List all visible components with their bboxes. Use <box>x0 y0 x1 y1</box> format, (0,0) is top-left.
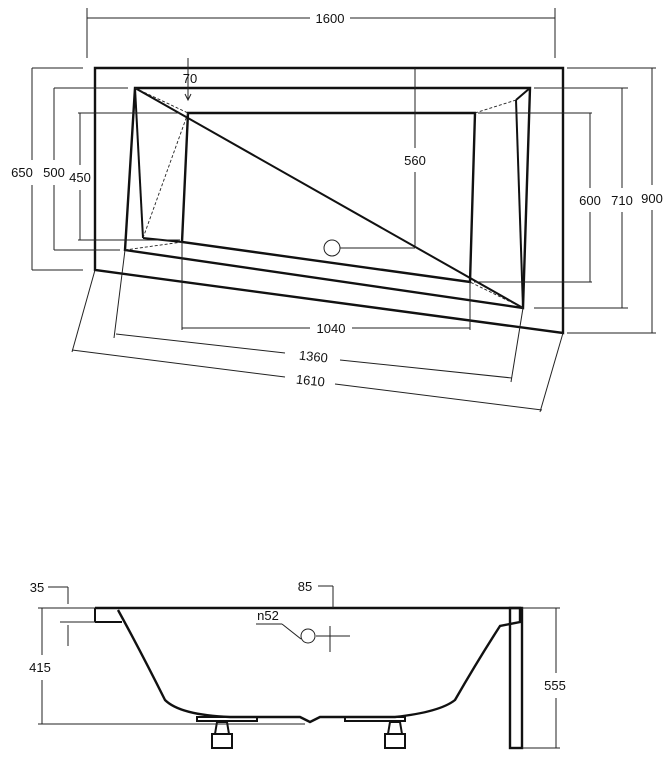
dim-600: 600 <box>474 112 601 283</box>
label-1040: 1040 <box>317 321 346 336</box>
label-1610: 1610 <box>295 372 325 390</box>
corner-dashes <box>124 87 524 309</box>
outer-rim <box>93 66 565 335</box>
side-apron <box>508 606 524 750</box>
dim-900: 900 <box>567 67 663 334</box>
label-1600: 1600 <box>316 11 345 26</box>
label-560: 560 <box>404 153 426 168</box>
dim-555: 555 <box>522 607 566 749</box>
dim-1040: 1040 <box>181 242 471 336</box>
label-555: 555 <box>544 678 566 693</box>
side-view: n52 35 85 415 <box>29 579 566 750</box>
dim-1360: 1360 <box>113 249 524 383</box>
dim-70: 70 <box>183 58 197 102</box>
label-900: 900 <box>641 191 663 206</box>
right-foot <box>344 716 406 749</box>
label-600: 600 <box>579 193 601 208</box>
dim-450: 450 <box>69 112 180 241</box>
dim-500: 500 <box>43 87 128 251</box>
overflow-circle <box>300 628 316 644</box>
dim-650: 650 <box>11 67 83 271</box>
dim-1600: 1600 <box>86 8 556 58</box>
label-415: 415 <box>29 660 51 675</box>
drain-circle <box>323 239 341 257</box>
dim-35: 35 <box>30 580 95 646</box>
dim-85: 85 <box>298 579 334 608</box>
label-85: 85 <box>298 579 312 594</box>
label-710: 710 <box>611 193 633 208</box>
dim-415: 415 <box>29 607 305 725</box>
label-650: 650 <box>11 165 33 180</box>
dim-560: 560 <box>404 68 426 248</box>
dim-710: 710 <box>534 87 633 309</box>
label-70: 70 <box>183 71 197 86</box>
top-view: 1600 70 <box>11 8 663 413</box>
label-500: 500 <box>43 165 65 180</box>
tub-body <box>95 606 522 724</box>
label-450: 450 <box>69 170 91 185</box>
dim-1610: 1610 <box>71 269 564 413</box>
label-1360: 1360 <box>298 348 328 366</box>
label-n52: n52 <box>257 608 279 623</box>
dim-n52: n52 <box>256 608 302 640</box>
label-35: 35 <box>30 580 44 595</box>
left-foot <box>196 716 258 749</box>
